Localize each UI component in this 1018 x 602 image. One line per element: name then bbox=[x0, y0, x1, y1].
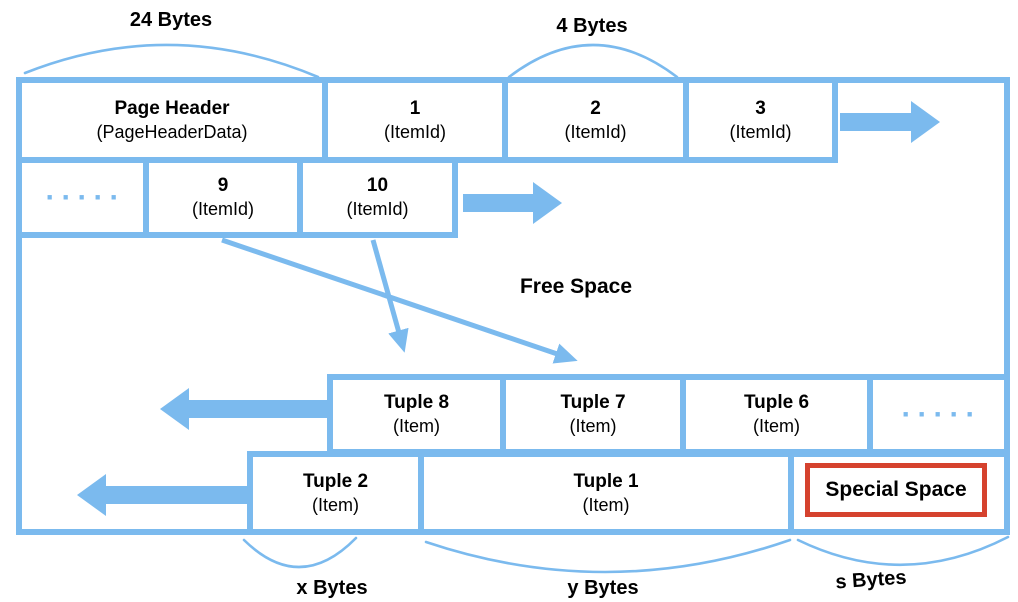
tuple-6-type: (Item) bbox=[753, 416, 800, 437]
itemid-3-type: (ItemId) bbox=[729, 121, 792, 142]
itemid-10-type: (ItemId) bbox=[346, 199, 409, 220]
itemid-3-number: 3 bbox=[755, 97, 766, 119]
itemid-2-number: 2 bbox=[590, 97, 601, 119]
itemid-3-cell: 3 (ItemId) bbox=[683, 77, 838, 163]
label-24-bytes: 24 Bytes bbox=[129, 9, 213, 31]
tuple-2-type: (Item) bbox=[312, 494, 359, 515]
itemid-1-type: (ItemId) bbox=[383, 121, 446, 142]
tuple-6-title: Tuple 6 bbox=[743, 392, 810, 414]
label-x-bytes: x Bytes bbox=[296, 577, 368, 599]
page-header-subtitle: (PageHeaderData) bbox=[96, 121, 248, 142]
tuple-7-type: (Item) bbox=[569, 416, 617, 437]
special-space-cell: Special Space bbox=[788, 451, 1010, 535]
tuple-1-cell: Tuple 1 (Item) bbox=[418, 451, 794, 535]
itemid-9-number: 9 bbox=[217, 175, 229, 197]
brace-24-bytes bbox=[23, 43, 320, 79]
itemid-10-number: 10 bbox=[366, 175, 389, 197]
brace-y-bytes bbox=[424, 538, 792, 574]
tuple-6-cell: Tuple 6 (Item) bbox=[680, 374, 873, 455]
brace-s-bytes bbox=[796, 535, 1010, 567]
label-y-bytes: y Bytes bbox=[567, 577, 639, 599]
tuple-1-type: (Item) bbox=[582, 494, 630, 515]
tuple-8-type: (Item) bbox=[393, 416, 440, 437]
itemid-9-cell: 9 (ItemId) bbox=[143, 157, 303, 238]
left-arrow-icon-row3 bbox=[160, 388, 327, 430]
tuple-7-title: Tuple 7 bbox=[560, 392, 626, 414]
itemid-1-cell: 1 (ItemId) bbox=[322, 77, 508, 163]
right-arrow-icon-row1 bbox=[840, 101, 940, 143]
ellipsis-cell-itemids: ····· bbox=[16, 157, 149, 238]
label-free-space: Free Space bbox=[519, 275, 633, 298]
tuple-7-cell: Tuple 7 (Item) bbox=[500, 374, 686, 455]
page-header-title: Page Header bbox=[114, 97, 230, 119]
itemid-2-cell: 2 (ItemId) bbox=[502, 77, 689, 163]
itemid-1-number: 1 bbox=[409, 97, 421, 119]
special-space-highlight: Special Space bbox=[805, 463, 987, 517]
tuple-8-title: Tuple 8 bbox=[383, 392, 450, 414]
itemid-9-type: (ItemId) bbox=[191, 199, 254, 220]
tuple-2-title: Tuple 2 bbox=[302, 470, 369, 492]
itemid-2-type: (ItemId) bbox=[564, 121, 627, 142]
tuple-8-cell: Tuple 8 (Item) bbox=[327, 374, 506, 455]
tuple-1-title: Tuple 1 bbox=[573, 470, 639, 492]
page-header-cell: Page Header (PageHeaderData) bbox=[16, 77, 328, 163]
itemid-10-cell: 10 (ItemId) bbox=[297, 157, 458, 238]
left-arrow-icon-row4 bbox=[77, 474, 247, 516]
label-s-bytes: s Bytes bbox=[834, 566, 908, 594]
brace-4-bytes bbox=[507, 43, 679, 79]
ellipsis-cell-tuples: ····· bbox=[867, 374, 1010, 455]
label-4-bytes: 4 Bytes bbox=[556, 15, 628, 37]
right-arrow-icon-row2 bbox=[463, 182, 562, 224]
special-space-label: Special Space bbox=[825, 477, 967, 501]
brace-x-bytes bbox=[242, 536, 358, 569]
tuple-2-cell: Tuple 2 (Item) bbox=[247, 451, 424, 535]
